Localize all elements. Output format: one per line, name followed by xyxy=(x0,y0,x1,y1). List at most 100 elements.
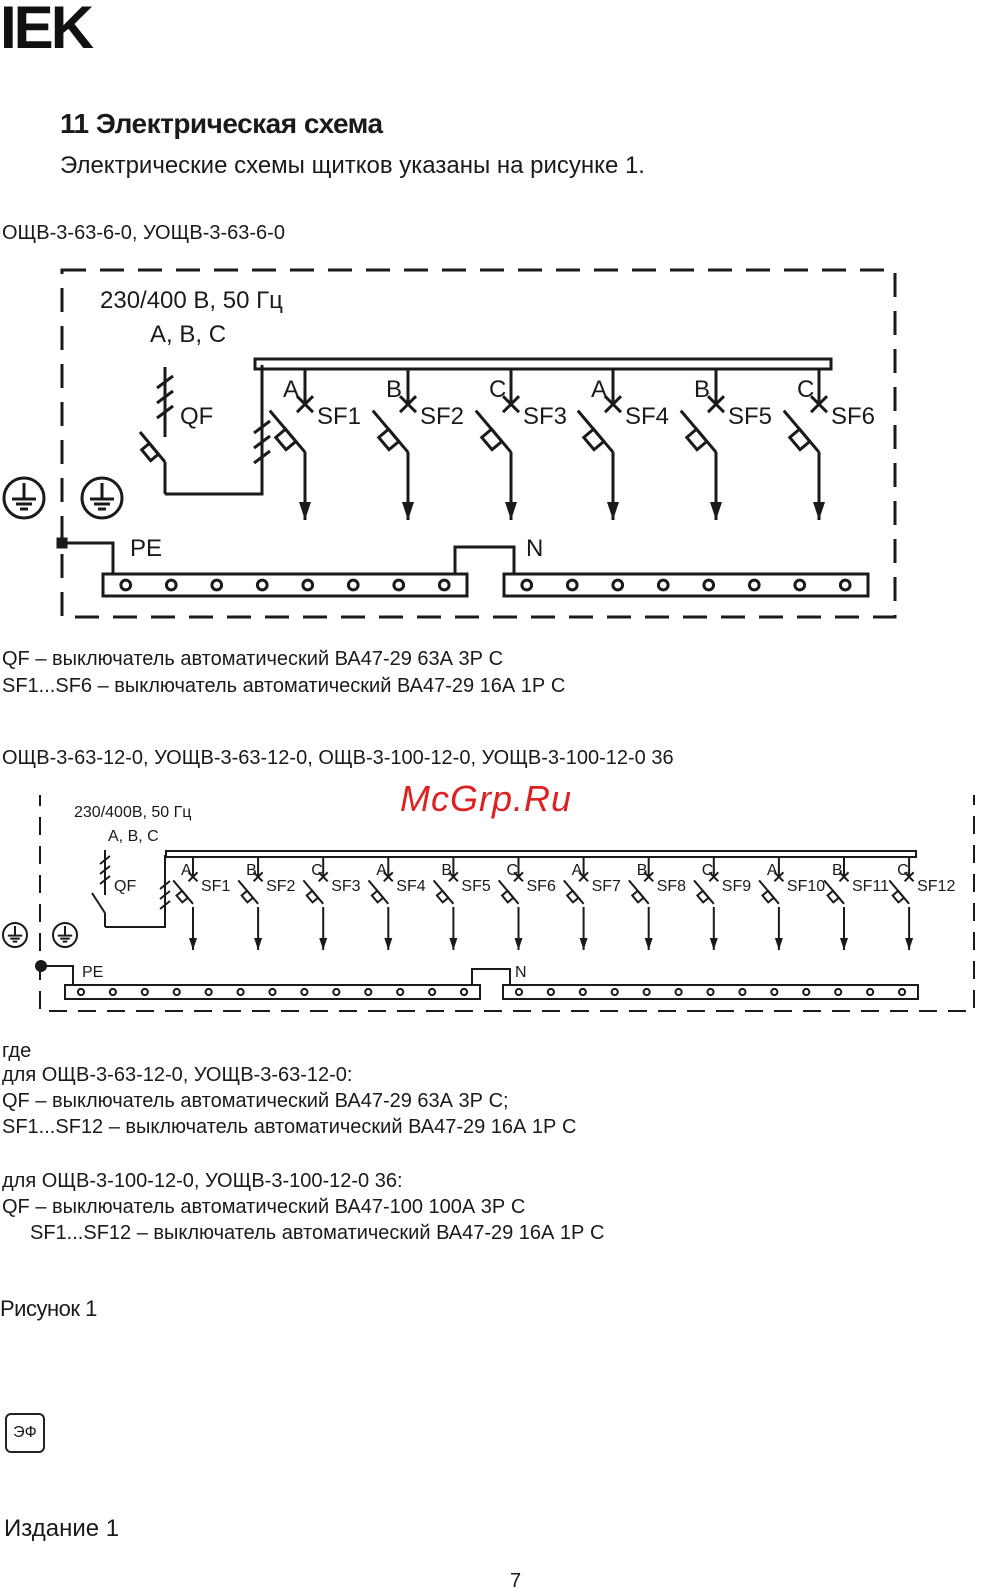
diagram2-breaker-label-5: SF5 xyxy=(461,878,490,895)
diagram1-breaker-6-x2 xyxy=(809,395,829,414)
diagram1-frame xyxy=(60,268,897,619)
diagram2-n-bar-hole xyxy=(738,987,747,997)
diagram1-n-bar-hole xyxy=(565,578,579,592)
diagram2-qf-label: QF xyxy=(114,878,136,895)
diagram2-breaker-5-x2 xyxy=(448,871,459,883)
diagram1-note-1: QF – выключатель автоматический ВА47-29 … xyxy=(2,648,504,670)
diagram1-n-bar-hole xyxy=(611,578,625,592)
diagram1-phases-label: А, В, С xyxy=(150,321,226,348)
diagram1-phase-2: B xyxy=(386,376,402,403)
diagram2-qf-tick xyxy=(99,865,111,875)
diagram2-breaker-10-x2 xyxy=(773,871,785,883)
diagram2-pe-bar-hole xyxy=(428,987,437,997)
diagram2-pe-bar-hole xyxy=(268,987,277,997)
diagram2-phase-1: A xyxy=(181,862,192,879)
diagram2-n-bar-hole xyxy=(674,987,683,997)
diagram1-qf-box xyxy=(139,441,161,463)
diagram2-breaker-label-7: SF7 xyxy=(592,878,621,895)
diagram1-breaker-4-box xyxy=(581,427,606,452)
diagram1-phase-6: C xyxy=(797,376,814,403)
diagram1-pe-bar-hole xyxy=(392,578,406,592)
diagram2-breaker-label-8: SF8 xyxy=(657,878,686,895)
diagram2-breaker-10-box xyxy=(761,889,776,904)
diagram2-breaker-label-1: SF1 xyxy=(201,878,230,895)
diagram2-ground-icon-2 xyxy=(52,922,78,948)
diagram2-pe-bar-hole xyxy=(76,987,86,997)
diagram2-outlet-11-head xyxy=(840,938,848,950)
diagram2-phase-8: B xyxy=(637,862,648,879)
diagram2-pe-bar-hole xyxy=(236,987,245,997)
edition-label: Издание 1 xyxy=(4,1515,120,1542)
diagram1-pe-bar-hole xyxy=(255,578,269,592)
diagram1-schematic: 230/400 В, 50 ГцА, В, СQFASF1BSF2CSF3ASF… xyxy=(2,268,897,619)
diagram1-outlet-4-head xyxy=(607,502,619,520)
diagram2-pe-bar-hole xyxy=(364,987,373,997)
diagram2-outlet-12-head xyxy=(905,938,914,950)
diagram2-breaker-label-3: SF3 xyxy=(331,878,360,895)
diagram2-n-bar-hole xyxy=(802,987,811,997)
diagram2-pe-bar-hole xyxy=(140,987,149,997)
diagram2-link-tick xyxy=(159,900,171,910)
diagram2-phase-6: C xyxy=(507,862,519,879)
diagram2-pe-bar-hole xyxy=(332,987,341,997)
diagram2-breaker-4-x2 xyxy=(383,871,394,883)
diagram1-ground-icon-1 xyxy=(2,476,46,520)
diagram1-pe-bar-hole xyxy=(437,578,451,592)
diagram1-n-bar-hole xyxy=(747,578,761,592)
diagram2-n-bar-hole xyxy=(897,987,907,997)
diagram2-qf-blade xyxy=(91,892,106,914)
diagram2-breaker-label-4: SF4 xyxy=(396,878,425,895)
diagram2-n-bar-hole xyxy=(834,987,843,997)
diagram2-phase-4: A xyxy=(376,862,387,879)
diagram2-pe-wire xyxy=(41,965,74,985)
diagram1-outlet-1-head xyxy=(299,502,311,520)
diagram2-outlet-4-head xyxy=(384,938,393,950)
diagram2-breaker-1-x2 xyxy=(187,871,199,883)
diagram2-qf-tick xyxy=(99,855,111,865)
diagram1-ground-icon-2 xyxy=(80,476,124,520)
diagram1-pe-bar-hole xyxy=(210,578,224,592)
diagram2-breaker-2-box xyxy=(240,889,255,904)
diagram2-pe-bar-hole xyxy=(108,987,117,997)
diagram1-pe-bar-hole xyxy=(346,578,360,592)
diagram2-phase-11: B xyxy=(832,862,843,879)
diagram2-schematic: 230/400В, 50 ГцА, В, СQFASF1BSF2CSF3ASF4… xyxy=(2,795,975,1012)
diagram2-pe-bar-hole xyxy=(459,987,469,997)
diagram1-n-link xyxy=(453,545,516,574)
diagram2-phase-3: C xyxy=(311,862,323,879)
diagram1-link-tick xyxy=(253,419,271,435)
diagram2-pe-dot xyxy=(35,960,47,972)
diagram2-breaker-label-6: SF6 xyxy=(527,878,556,895)
diagram2-breaker-label-11: SF11 xyxy=(852,878,889,895)
diagram1-pe-dot xyxy=(56,537,68,549)
diagram2-breaker-3-box xyxy=(305,889,320,904)
diagram2-note-8: SF1...SF12 – выключатель автоматический … xyxy=(30,1222,605,1244)
diagram2-breaker-8-x2 xyxy=(643,871,654,883)
watermark: McGrp.Ru xyxy=(400,778,573,819)
diagram2-pe-bar-hole xyxy=(396,987,405,997)
diagram2-ground-icon-1 xyxy=(2,922,28,948)
diagram2-n-bar-hole xyxy=(578,987,587,997)
diagram1-breaker-6-box xyxy=(787,427,812,452)
diagram1-breaker-label-5: SF5 xyxy=(728,403,772,430)
diagram2-breaker-label-10: SF10 xyxy=(787,878,825,895)
diagram2-qf-tick xyxy=(99,875,111,885)
diagram2-breaker-2-x2 xyxy=(252,871,264,883)
diagram1-pe-bar-hole xyxy=(119,578,133,592)
diagram2-pe-bar xyxy=(64,984,481,1000)
diagram1-breaker-label-4: SF4 xyxy=(625,403,669,430)
diagram2-breaker-12-box xyxy=(891,889,906,904)
iek-logo: IEK xyxy=(0,0,94,61)
diagram2-n-bar-hole xyxy=(546,987,555,997)
diagram1-qf-label: QF xyxy=(180,403,213,430)
diagram1-breaker-5-x2 xyxy=(706,395,726,414)
diagram1-supply-label: 230/400 В, 50 Гц xyxy=(100,287,283,314)
diagram2-breaker-4-box xyxy=(370,889,385,904)
diagram1-qf-tick xyxy=(156,404,174,420)
diagram1-n-bar-hole xyxy=(793,578,807,592)
diagram1-breaker-5-box xyxy=(684,427,709,452)
diagram2-phase-5: B xyxy=(441,862,452,879)
diagram1-n-bar-hole xyxy=(656,578,670,592)
diagram1-pe-bar xyxy=(101,572,469,598)
diagram2-breaker-11-x2 xyxy=(838,871,850,883)
